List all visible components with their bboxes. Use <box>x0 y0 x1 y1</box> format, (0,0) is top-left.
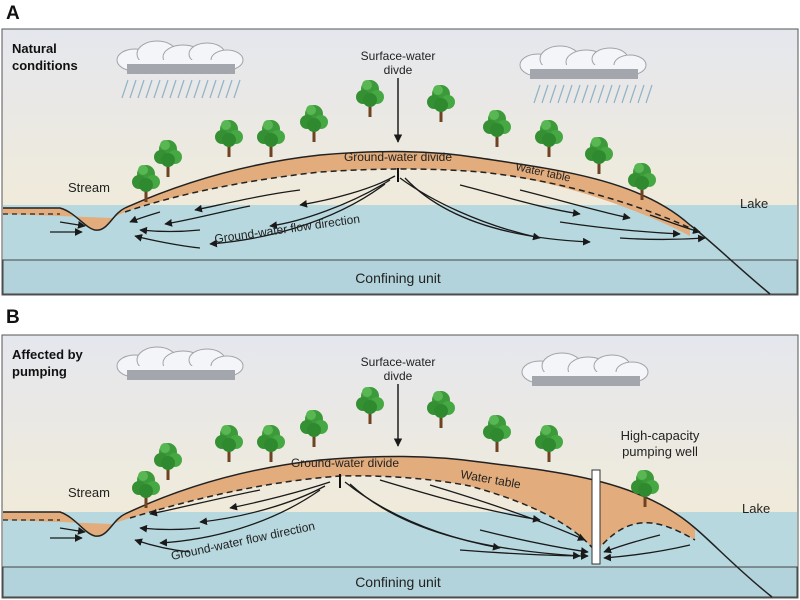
panel-b-groundwater-divide-label: Ground-water divide <box>291 456 399 470</box>
panel-a-stream-label: Stream <box>68 180 110 195</box>
panel-a-condition-line2: conditions <box>12 58 78 73</box>
panel-b: B <box>2 307 798 598</box>
pumping-well-label-2: pumping well <box>622 444 698 459</box>
panel-a-surface-divide-label-1: Surface-water <box>361 49 436 63</box>
pumping-well <box>592 470 600 564</box>
panel-a-surface-divide-label-2: divde <box>384 63 413 77</box>
panel-b-condition-line2: pumping <box>12 364 67 379</box>
panel-a-confining-unit-label: Confining unit <box>355 270 441 286</box>
panel-b-surface-divide-label-2: divde <box>384 369 413 383</box>
panel-b-surface-divide-label-1: Surface-water <box>361 355 436 369</box>
panel-a-letter: A <box>6 3 20 24</box>
panel-a-condition-line1: Natural <box>12 41 57 56</box>
panel-b-lake-label: Lake <box>742 501 770 516</box>
panel-b-condition-line1: Affected by <box>12 347 84 362</box>
panel-b-letter: B <box>6 307 20 328</box>
panel-a: A <box>2 3 798 295</box>
panel-b-confining-unit-label: Confining unit <box>355 574 441 590</box>
panel-b-stream-label: Stream <box>68 485 110 500</box>
panel-a-lake-label: Lake <box>740 196 768 211</box>
panel-a-groundwater-divide-label: Ground-water divide <box>344 150 452 164</box>
pumping-well-label-1: High-capacity <box>621 428 700 443</box>
